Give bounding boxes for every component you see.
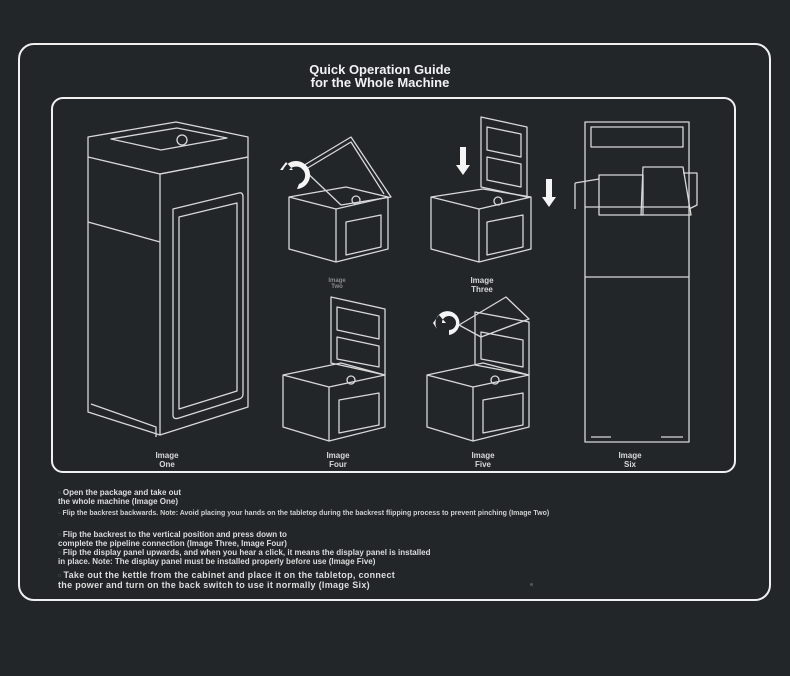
step-4: ▫Flip the display panel upwards, and whe… [58,548,431,566]
illustration-panel [51,97,736,473]
guide-frame [18,43,771,601]
rotate-arrow-icon [280,161,311,189]
illustrations [87,116,698,443]
guide-title-line1: Quick Operation Guide [309,62,451,77]
caption-image-one: Image One [155,451,179,469]
caption-image-six: Image Six [618,451,642,469]
guide-title: Quick Operation Guide for the Whole Mach… [0,63,760,89]
caption-image-five: Image Five [471,451,495,469]
step-1: ▫Open the package and take out the whole… [58,488,182,506]
machine-illustration-three [430,116,532,263]
arrow-down-icon [456,147,470,175]
machine-illustration-four [282,296,386,442]
rotate-arrow-icon [433,311,460,335]
step-2: ▫Flip the backrest backwards. Note: Avoi… [58,510,550,517]
arrow-down-icon [542,179,556,207]
arrow-icons [280,147,556,335]
caption-image-four: Image Four [326,451,350,469]
machine-illustration-two [288,136,392,263]
guide-title-line2: for the Whole Machine [310,75,450,90]
decor-dot [530,583,533,586]
machine-illustration-five [426,296,530,442]
caption-image-two: Image Two [328,278,346,290]
caption-image-three: Image Three [470,276,494,294]
machine-illustration-one [87,121,249,437]
step-5: ▫Take out the kettle from the cabinet an… [58,570,396,590]
step-3: ▫Flip the backrest to the vertical posit… [58,530,287,548]
machine-illustration-six [574,121,698,443]
